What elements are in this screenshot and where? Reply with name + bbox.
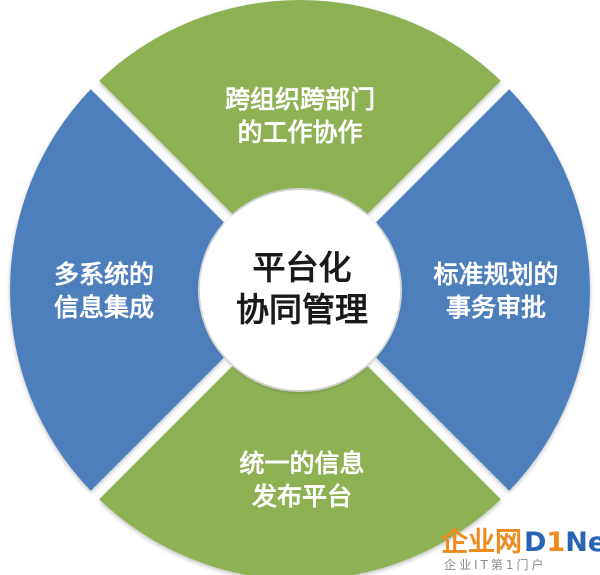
watermark-subtitle: 企业IT第1门户 (444, 557, 547, 572)
segment-left-label-line1: 多系统的 (54, 260, 154, 289)
segment-right-label-line2: 事务审批 (446, 293, 546, 322)
svg-text:企业网D1Net: 企业网D1Net (441, 526, 600, 558)
segment-bottom-label-line2: 发布平台 (251, 482, 352, 511)
watermark-logo: 企业网D1Net 企业IT第1门户 (441, 526, 600, 572)
center-label-line2: 协同管理 (236, 290, 368, 329)
center-label-line1: 平台化 (253, 248, 352, 287)
segment-left (9, 89, 224, 491)
watermark-logo-cn: 企业网 (441, 526, 522, 558)
segment-top-label-line1: 跨组织跨部门 (225, 85, 375, 114)
watermark-logo-1: 1 (546, 527, 565, 558)
segment-right (376, 89, 590, 491)
segment-top-label-line2: 的工作协作 (237, 118, 362, 147)
segment-bottom (99, 366, 501, 575)
watermark-logo-net: Net (565, 527, 600, 558)
segment-left-label-line2: 信息集成 (54, 293, 154, 322)
segment-top (99, 0, 501, 214)
segment-right-label-line1: 标准规划的 (433, 260, 558, 289)
watermark-logo-d: D (524, 527, 546, 558)
center-circle (200, 190, 400, 390)
segment-bottom-label-line1: 统一的信息 (239, 449, 364, 478)
